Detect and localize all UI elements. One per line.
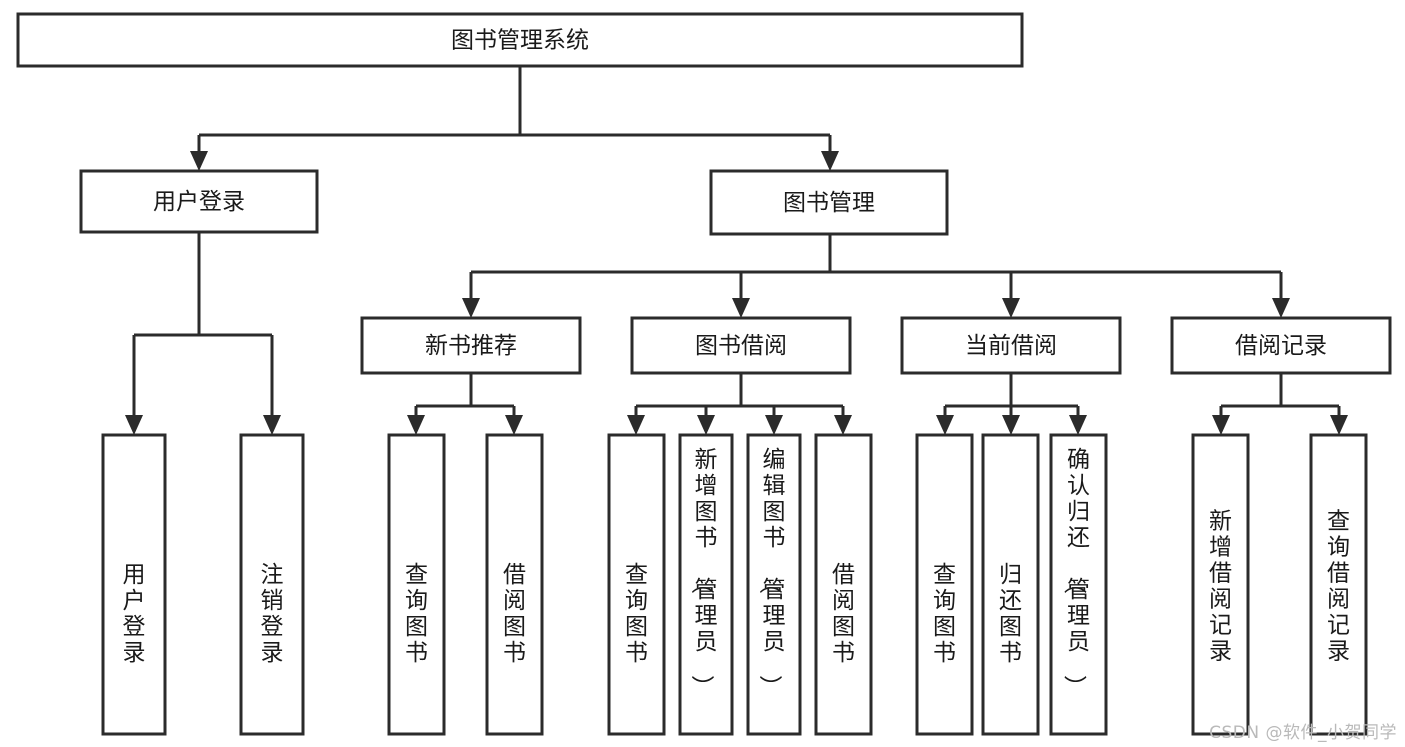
node-label: 查询借阅记录: [1327, 509, 1350, 665]
arrow-head-icon: [407, 415, 425, 435]
arrow-head-icon: [936, 415, 954, 435]
node-leaf-edit-book[interactable]: 编辑图书（管理员）: [746, 433, 802, 736]
node-root[interactable]: 图书管理系统: [16, 12, 1024, 68]
node-label: 用户登录: [123, 562, 146, 666]
node-leaf-return-book[interactable]: 归还图书: [981, 433, 1040, 736]
node-leaf-borrow-book-recommend[interactable]: 借阅图书: [485, 433, 544, 736]
arrow-head-icon: [263, 415, 281, 435]
node-box: [1309, 433, 1368, 736]
node-box: [1191, 433, 1250, 736]
node-leaf-confirm-return[interactable]: 确认归还（管理员）: [1049, 433, 1108, 736]
node-box: [360, 316, 582, 375]
node-box: [678, 433, 734, 736]
node-leaf-query-book-current[interactable]: 查询图书: [915, 433, 974, 736]
arrow-head-icon: [1002, 415, 1020, 435]
node-label: 查询图书: [405, 562, 428, 666]
arrow-head-icon: [732, 298, 750, 318]
node-label: 查询图书: [933, 562, 956, 666]
node-label: 借阅图书: [503, 562, 526, 666]
node-leaf-query-book-borrow[interactable]: 查询图书: [607, 433, 666, 736]
node-box: [630, 316, 852, 375]
node-label: 查询图书: [625, 562, 648, 666]
node-book-manage[interactable]: 图书管理: [709, 169, 949, 236]
node-box: [900, 316, 1122, 375]
node-box: [16, 12, 1024, 68]
node-label: 编辑图书（管理员）: [757, 447, 786, 698]
node-box: [709, 169, 949, 236]
node-box: [746, 433, 802, 736]
arrow-head-icon: [765, 415, 783, 435]
csdn-watermark: CSDN @软件_小贺同学: [1209, 723, 1397, 743]
node-borrow-record[interactable]: 借阅记录: [1170, 316, 1392, 375]
arrow-head-icon: [190, 151, 208, 171]
node-label: 当前借阅: [965, 333, 1057, 359]
node-label: 新增图书（管理员）: [689, 447, 718, 698]
node-label: 新书推荐: [425, 333, 517, 359]
arrow-head-icon: [1272, 298, 1290, 318]
arrow-head-icon: [821, 151, 839, 171]
node-leaf-logout[interactable]: 注销登录: [239, 433, 305, 736]
nodes-layer: 图书管理系统用户登录图书管理新书推荐图书借阅当前借阅借阅记录用户登录注销登录查询…: [16, 12, 1392, 736]
node-new-book-recommend[interactable]: 新书推荐: [360, 316, 582, 375]
arrow-head-icon: [834, 415, 852, 435]
node-box: [1170, 316, 1392, 375]
node-label: 确认归还（管理员）: [1061, 447, 1090, 698]
node-leaf-borrow-book[interactable]: 借阅图书: [814, 433, 873, 736]
node-box: [1049, 433, 1108, 736]
arrow-head-icon: [1212, 415, 1230, 435]
node-book-borrow[interactable]: 图书借阅: [630, 316, 852, 375]
node-leaf-query-borrow-record[interactable]: 查询借阅记录: [1309, 433, 1368, 736]
arrow-head-icon: [627, 415, 645, 435]
node-label: 借阅图书: [832, 562, 855, 666]
node-label: 图书管理系统: [451, 28, 589, 54]
node-label: 用户登录: [153, 189, 245, 215]
node-leaf-query-book-recommend[interactable]: 查询图书: [387, 433, 446, 736]
node-label: 归还图书: [999, 562, 1022, 666]
arrow-head-icon: [505, 415, 523, 435]
node-label: 图书管理: [783, 190, 875, 216]
node-box: [981, 433, 1040, 736]
arrow-head-icon: [462, 298, 480, 318]
node-label: 图书借阅: [695, 333, 787, 359]
node-box: [79, 169, 319, 234]
arrow-head-icon: [697, 415, 715, 435]
node-label: 新增借阅记录: [1209, 509, 1232, 665]
arrow-head-icon: [1002, 298, 1020, 318]
node-box: [239, 433, 305, 736]
node-box: [387, 433, 446, 736]
node-box: [915, 433, 974, 736]
node-user-login[interactable]: 用户登录: [79, 169, 319, 234]
node-label: 注销登录: [261, 562, 284, 666]
node-box: [101, 433, 167, 736]
node-leaf-add-book[interactable]: 新增图书（管理员）: [678, 433, 734, 736]
node-label: 借阅记录: [1235, 333, 1327, 359]
node-box: [485, 433, 544, 736]
arrow-head-icon: [1069, 415, 1087, 435]
connectors-layer: [125, 66, 1348, 435]
node-leaf-user-login[interactable]: 用户登录: [101, 433, 167, 736]
arrow-head-icon: [125, 415, 143, 435]
node-box: [814, 433, 873, 736]
arrow-head-icon: [1330, 415, 1348, 435]
node-box: [607, 433, 666, 736]
node-leaf-add-borrow-record[interactable]: 新增借阅记录: [1191, 433, 1250, 736]
node-current-borrow[interactable]: 当前借阅: [900, 316, 1122, 375]
